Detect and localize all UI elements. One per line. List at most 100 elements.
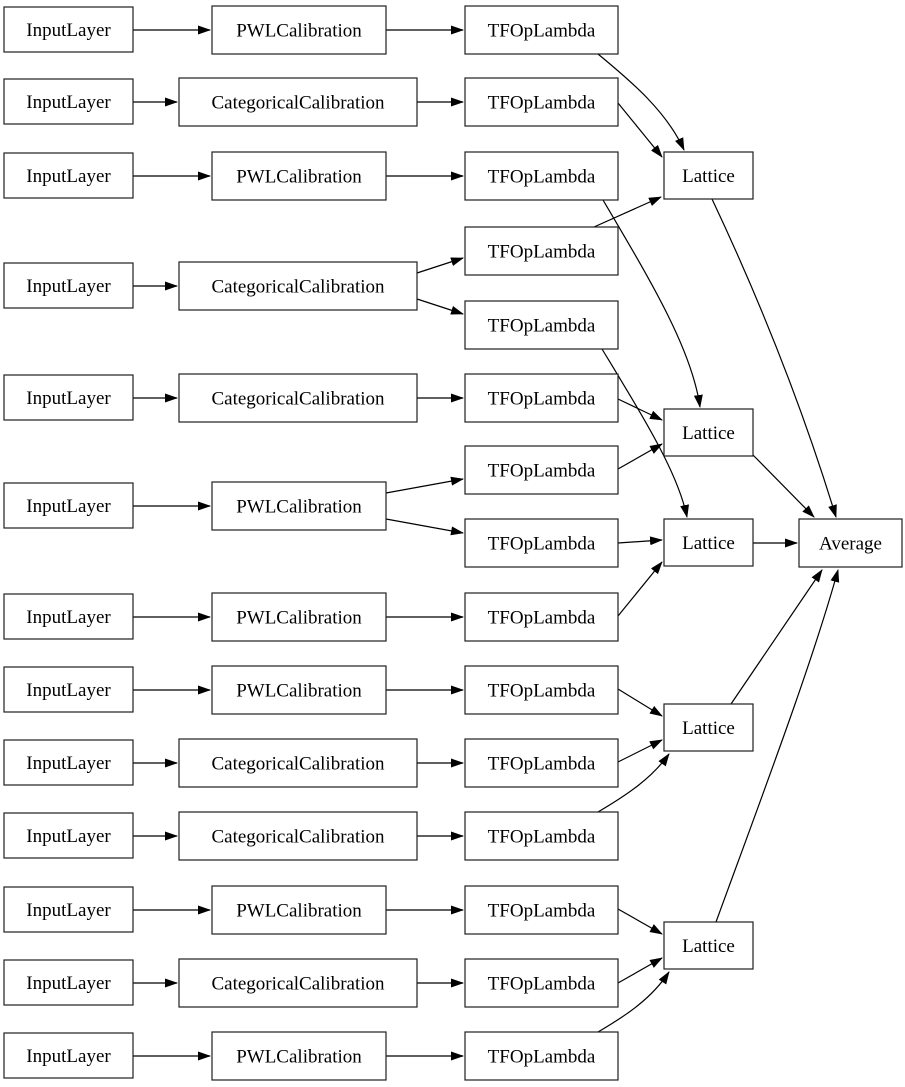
edge-tfop-2-to-lattice-1 [617,102,663,158]
node-tfop-5: TFOpLambda [464,300,619,350]
node-tfop-4-label: TFOpLambda [488,242,596,263]
node-cal-8-box [211,665,387,715]
node-cal-1-box [211,5,387,55]
node-tfop-10-box [464,665,619,715]
node-input-11: InputLayer [3,886,134,933]
node-cal-6-box [211,481,387,531]
node-input-11-label: InputLayer [26,900,111,921]
node-tfop-2-label: TFOpLambda [488,93,596,114]
node-cal-1-label: PWLCalibration [236,21,362,42]
node-cal-2-label: CategoricalCalibration [211,93,385,114]
node-lattice-3: Lattice [663,518,754,567]
node-cal-4: CategoricalCalibration [178,261,418,311]
node-input-9-label: InputLayer [26,753,111,774]
node-average-box [798,518,903,568]
node-average: Average [798,518,903,568]
node-tfop-11-label: TFOpLambda [488,754,596,775]
node-lattice-2-box [663,408,754,457]
node-lattice-2: Lattice [663,408,754,457]
node-tfop-14: TFOpLambda [464,958,619,1008]
node-tfop-15-label: TFOpLambda [488,1047,596,1068]
node-cal-3-box [211,151,387,201]
node-lattice-3-box [663,518,754,567]
node-cal-12-box [178,958,418,1008]
node-input-12-box [3,959,134,1006]
node-tfop-6-box [464,373,619,423]
node-tfop-2-box [464,77,619,127]
node-input-7: InputLayer [3,593,134,640]
node-tfop-4: TFOpLambda [464,226,619,276]
edge-tfop-8-to-lattice-3 [617,536,663,546]
node-input-13-label: InputLayer [26,1046,111,1067]
edge-tfop-12-to-lattice-4 [597,753,670,813]
node-cal-1: PWLCalibration [211,5,387,55]
node-tfop-1: TFOpLambda [464,5,619,55]
node-cal-13-label: PWLCalibration [236,1047,362,1068]
node-lattice-4: Lattice [663,703,754,752]
edge-cal-4-to-tfop-5 [416,298,464,315]
node-tfop-9-label: TFOpLambda [488,608,596,629]
node-input-8: InputLayer [3,666,134,713]
node-lattice-1-box [663,151,754,200]
edge-tfop-15-to-lattice-5 [597,971,670,1033]
node-cal-2: CategoricalCalibration [178,77,418,127]
node-tfop-11-box [464,738,619,788]
node-lattice-1: Lattice [663,151,754,200]
node-cal-12: CategoricalCalibration [178,958,418,1008]
node-cal-6: PWLCalibration [211,481,387,531]
node-cal-4-box [178,261,418,311]
node-input-9-box [3,739,134,786]
node-cal-13: PWLCalibration [211,1031,387,1081]
node-cal-7: PWLCalibration [211,592,387,642]
node-input-8-label: InputLayer [26,680,111,701]
node-cal-9: CategoricalCalibration [178,738,418,788]
nodes-layer: InputLayerInputLayerInputLayerInputLayer… [3,5,903,1081]
node-cal-5-box [178,373,418,423]
node-tfop-8-box [464,518,619,568]
node-tfop-9: TFOpLambda [464,592,619,642]
node-input-5: InputLayer [3,374,134,421]
node-cal-9-box [178,738,418,788]
node-tfop-5-label: TFOpLambda [488,316,596,337]
node-tfop-1-label: TFOpLambda [488,21,596,42]
node-cal-10-label: CategoricalCalibration [211,827,385,848]
node-input-1: InputLayer [3,6,134,53]
node-tfop-13-box [464,885,619,935]
node-tfop-6: TFOpLambda [464,373,619,423]
node-tfop-7: TFOpLambda [464,445,619,495]
node-tfop-13: TFOpLambda [464,885,619,935]
node-tfop-7-label: TFOpLambda [488,461,596,482]
node-cal-10-box [178,811,418,861]
node-tfop-7-box [464,445,619,495]
node-lattice-5-box [663,921,754,970]
node-cal-11-box [211,885,387,935]
node-cal-8: PWLCalibration [211,665,387,715]
node-lattice-4-label: Lattice [682,718,735,739]
node-lattice-2-label: Lattice [682,423,735,444]
node-input-4-box [3,262,134,309]
node-cal-4-label: CategoricalCalibration [211,277,385,298]
node-input-1-box [3,6,134,53]
edge-tfop-9-to-lattice-3 [617,561,663,617]
node-input-1-label: InputLayer [26,20,111,41]
node-input-9: InputLayer [3,739,134,786]
node-input-7-box [3,593,134,640]
node-tfop-14-box [464,958,619,1008]
node-tfop-13-label: TFOpLambda [488,901,596,922]
node-input-2-label: InputLayer [26,92,111,113]
node-input-5-box [3,374,134,421]
node-cal-6-label: PWLCalibration [236,497,362,518]
node-input-10: InputLayer [3,812,134,859]
node-input-13: InputLayer [3,1032,134,1079]
node-tfop-11: TFOpLambda [464,738,619,788]
edge-tfop-14-to-lattice-5 [617,957,663,984]
node-tfop-5-box [464,300,619,350]
node-cal-9-label: CategoricalCalibration [211,754,385,775]
node-cal-7-box [211,592,387,642]
edge-tfop-3-to-lattice-2 [602,199,703,408]
node-input-2: InputLayer [3,78,134,125]
node-input-13-box [3,1032,134,1079]
edge-tfop-13-to-lattice-5 [617,908,663,935]
node-cal-2-box [178,77,418,127]
